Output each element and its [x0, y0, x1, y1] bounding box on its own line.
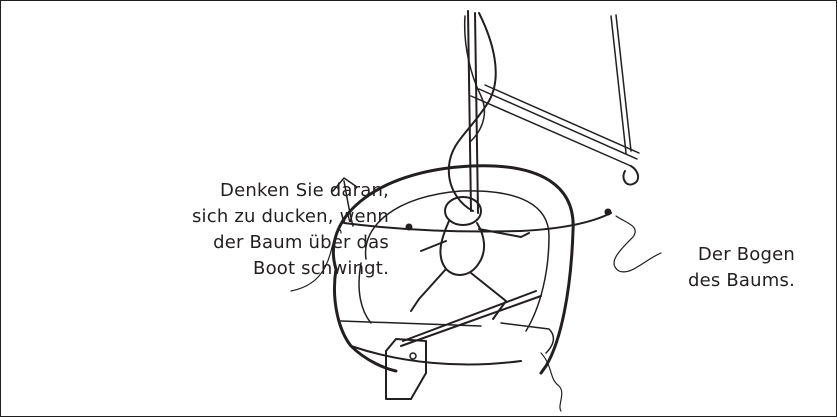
arc-arrow-shaft	[343, 180, 354, 227]
sailor-head	[444, 196, 482, 226]
arc-dot-right	[604, 208, 612, 216]
boom-arc-line-2: des Baums.	[687, 270, 795, 291]
duck-warning-line-2: sich zu ducken, wenn	[191, 206, 389, 227]
boom-end	[622, 165, 639, 186]
sail-back	[463, 15, 486, 142]
leader-duck	[290, 229, 342, 292]
sailor-arm	[420, 228, 530, 252]
hull-inner-left	[358, 262, 372, 324]
sailor-legs	[410, 268, 507, 320]
boom-arc-line-1: Der Bogen	[697, 244, 795, 265]
hull-bottom-curve	[350, 345, 522, 366]
duck-warning-line-3: der Baum über das	[213, 232, 389, 253]
rudder-pin	[409, 352, 417, 360]
sailor-body	[439, 220, 485, 276]
mast	[467, 10, 479, 214]
hull-squiggle	[540, 352, 563, 412]
leader-arc	[613, 215, 662, 273]
boom	[470, 84, 640, 167]
duck-warning-caption: Denken Sie daran, sich zu ducken, wenn d…	[179, 178, 389, 282]
boom-arc-caption: Der Bogen des Baums.	[683, 242, 795, 294]
arc-arrow-head	[332, 177, 358, 192]
arc-dot-left	[405, 223, 413, 231]
tiller	[400, 290, 542, 347]
boom-arc	[343, 212, 612, 233]
duck-warning-line-1: Denken Sie daran,	[220, 180, 389, 201]
sail	[447, 12, 497, 212]
hull-inner	[364, 190, 550, 332]
duck-warning-line-4: Boot schwingt.	[253, 258, 389, 279]
hull-bottom	[340, 320, 555, 354]
rudder-blade	[385, 338, 427, 400]
forestay	[610, 14, 632, 154]
